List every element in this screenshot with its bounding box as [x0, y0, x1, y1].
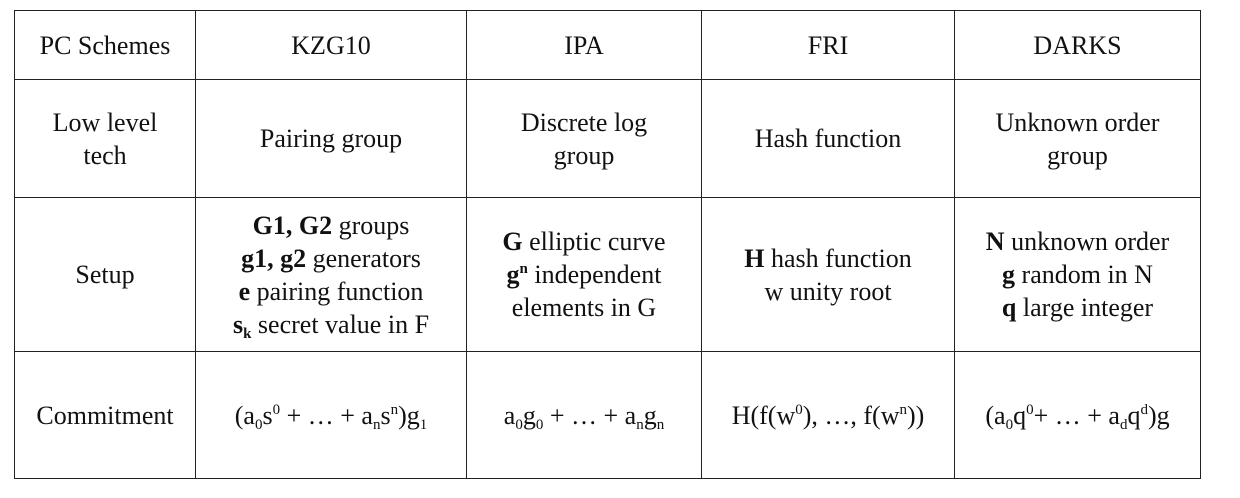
ipa-tech-cell: Discrete log group: [466, 79, 702, 198]
kzg10-setup-cell: G1, G2 groups g1, g2 generators e pairin…: [195, 197, 467, 352]
header-kzg10: KZG10: [195, 10, 467, 80]
ipa-setup-cell: G elliptic curve gn independent elements…: [466, 197, 702, 352]
setup-row: Setup G1, G2 groups g1, g2 generators e …: [14, 197, 1201, 352]
header-fri: FRI: [701, 10, 955, 80]
darks-commitment-cell: (a0q0+ … + adqd)g: [954, 351, 1201, 479]
kzg10-tech-text: Pairing group: [259, 124, 403, 153]
header-row: PC Schemes KZG10 IPA FRI DARKS: [14, 10, 1201, 80]
fri-setup-line2: w unity root: [764, 276, 892, 306]
header-darks: DARKS: [954, 10, 1201, 80]
header-row-label: PC Schemes: [14, 10, 196, 80]
darks-tech-cell: Unknown order group: [954, 79, 1201, 198]
kzg10-setup-line2: g1, g2 generators: [241, 243, 421, 273]
commitment-label: Commitment: [14, 351, 196, 479]
darks-commitment-formula: (a0q0+ … + adqd)g: [985, 400, 1170, 433]
kzg10-setup-line1: G1, G2 groups: [252, 210, 410, 240]
ipa-setup-line2: gn independent: [506, 260, 662, 289]
setup-label: Setup: [14, 197, 196, 352]
kzg10-setup-line4: sk secret value in F: [232, 309, 430, 342]
fri-commitment-cell: H(f(w0), …, f(wn)): [701, 351, 955, 479]
darks-tech-line2: group: [1047, 140, 1108, 170]
kzg10-commitment-cell: (a0s0 + … + ansn)g1: [195, 351, 467, 479]
fri-commitment-formula: H(f(w0), …, f(wn)): [731, 400, 925, 430]
kzg10-commitment-formula: (a0s0 + … + ansn)g1: [234, 400, 428, 433]
fri-setup-cell: H hash function w unity root: [701, 197, 955, 352]
pc-schemes-comparison-table: PC Schemes KZG10 IPA FRI DARKS Low level…: [14, 10, 1201, 479]
low-level-tech-label-line2: tech: [83, 140, 127, 170]
ipa-tech-line2: group: [553, 140, 615, 170]
ipa-setup-line1: G elliptic curve: [502, 227, 666, 256]
ipa-tech-line1: Discrete log: [520, 107, 648, 137]
low-level-tech-label: Low level tech: [14, 79, 196, 198]
kzg10-tech-cell: Pairing group: [195, 79, 467, 198]
fri-tech-cell: Hash function: [701, 79, 955, 198]
low-level-tech-label-line1: Low level: [52, 107, 158, 137]
kzg10-setup-line3: e pairing function: [238, 276, 424, 306]
darks-setup-line2: g random in N: [1002, 260, 1153, 289]
low-level-tech-row: Low level tech Pairing group Discrete lo…: [14, 79, 1201, 198]
darks-tech-line1: Unknown order: [995, 107, 1160, 137]
darks-setup-line1: N unknown order: [985, 227, 1170, 256]
fri-setup-line1: H hash function: [744, 243, 912, 273]
ipa-commitment-formula: a0g0 + … + angn: [503, 400, 665, 433]
commitment-row: Commitment (a0s0 + … + ansn)g1 a0g0 + … …: [14, 351, 1201, 479]
header-ipa: IPA: [466, 10, 702, 80]
ipa-setup-line3: elements in G: [511, 293, 657, 322]
darks-setup-cell: N unknown order g random in N q large in…: [954, 197, 1201, 352]
ipa-commitment-cell: a0g0 + … + angn: [466, 351, 702, 479]
darks-setup-line3: q large integer: [1001, 293, 1154, 322]
fri-tech-text: Hash function: [754, 124, 902, 153]
